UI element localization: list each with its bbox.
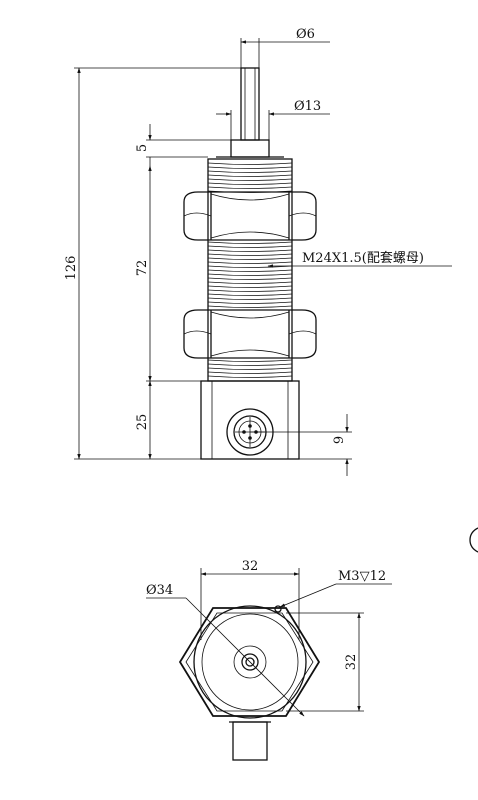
hex-outline [178, 607, 321, 717]
dim-height: 32 [286, 612, 364, 712]
base-height-label: 25 [135, 414, 150, 431]
thread-callout: M24X1.5(配套螺母) [267, 250, 452, 268]
bottom-connector-stub [229, 721, 271, 761]
thread-line [207, 269, 293, 272]
width-label: 32 [242, 559, 259, 574]
lower-nut [183, 309, 317, 359]
thread-line [207, 305, 293, 308]
outer-diameter-label: Ø34 [146, 583, 173, 598]
front-view: Ø6 Ø13 126 5 72 [64, 27, 452, 476]
stem [240, 67, 260, 141]
thread-line [207, 359, 293, 362]
thread-line [207, 162, 293, 165]
thread-line [207, 293, 293, 296]
shaft-diameter-label: Ø13 [294, 99, 321, 114]
thread-line [207, 245, 293, 248]
thread-line [207, 182, 293, 185]
thread-line [207, 289, 293, 292]
thread-line [207, 277, 293, 280]
m3-hole [274, 605, 282, 613]
thread-length-label: 72 [135, 260, 150, 277]
base-block [200, 380, 300, 460]
dim-thread-length: 72 [135, 165, 201, 382]
dim-collar-height: 5 [135, 124, 231, 166]
thread-line [207, 186, 293, 189]
thread-line [207, 253, 293, 256]
dim-width: 32 [200, 559, 300, 640]
dim-stem-diameter: Ø6 [240, 27, 330, 68]
thread-line [207, 241, 293, 244]
thread-line [207, 178, 293, 181]
thread-line [207, 363, 293, 366]
edge-fragment [469, 527, 478, 553]
thread-line [207, 375, 293, 378]
thread-line [207, 261, 293, 264]
thread-line [207, 273, 293, 276]
hole-callout-label: M3▽12 [338, 569, 386, 584]
stem-diameter-label: Ø6 [296, 27, 315, 42]
bottom-view: Ø34 M3▽12 32 32 [146, 559, 392, 761]
dim-connector-offset: 9 [250, 414, 352, 476]
thread-line [207, 297, 293, 300]
thread-line [207, 170, 293, 173]
dim-outer-diameter: Ø34 [146, 583, 305, 717]
thread-line [207, 281, 293, 284]
thread-line [207, 371, 293, 374]
upper-nut [183, 191, 317, 241]
thread-line [207, 285, 293, 288]
dim-hole-callout: M3▽12 [279, 569, 392, 608]
outer-circle [193, 605, 307, 719]
thread-line [207, 174, 293, 177]
thread-line [207, 249, 293, 252]
connector-offset-label: 9 [332, 436, 347, 444]
total-length-label: 126 [64, 256, 79, 281]
threaded-body [207, 158, 293, 382]
height-label: 32 [344, 654, 359, 671]
dim-shaft-diameter: Ø13 [216, 99, 330, 140]
top-collar [216, 139, 284, 158]
dim-total-length: 126 [64, 67, 241, 460]
thread-line [207, 265, 293, 268]
collar-height-label: 5 [135, 144, 150, 152]
thread-line [207, 301, 293, 304]
thread-line [207, 257, 293, 260]
dim-base-height: 25 [135, 380, 152, 460]
thread-line [207, 166, 293, 169]
thread-callout-label: M24X1.5(配套螺母) [302, 250, 424, 266]
thread-line [207, 367, 293, 370]
